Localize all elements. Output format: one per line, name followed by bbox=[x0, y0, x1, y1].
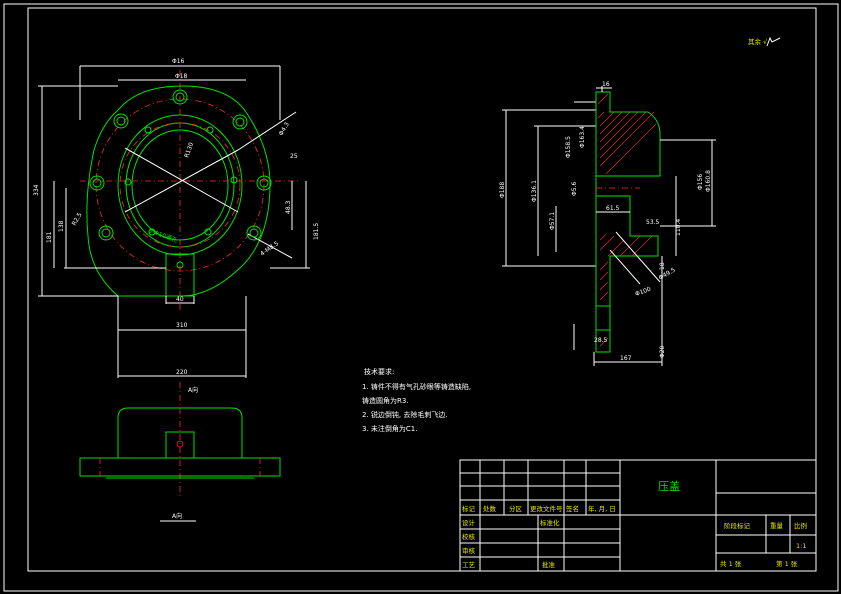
dim-dd: Φ156 bbox=[697, 174, 704, 190]
tb-sheets: 共 1 张 bbox=[720, 559, 742, 568]
inner-border bbox=[27, 7, 817, 572]
label-a-top: A向 bbox=[188, 386, 198, 394]
dim-h4: 48.3 bbox=[285, 200, 292, 214]
tb-row-1: 校核 bbox=[462, 532, 476, 541]
tb-stage: 阶段标记 bbox=[724, 521, 751, 530]
part-name: 压盖 bbox=[658, 479, 680, 493]
title-block: 标记 处数 分区 更改文件号 签名 年, 月, 日 设计 校核 审核 工艺 标准… bbox=[459, 459, 817, 572]
dim-r1: R2.5 bbox=[71, 211, 84, 227]
flange-outline bbox=[86, 85, 271, 297]
bottom-view: 220 A向 A向 bbox=[79, 336, 281, 522]
label-a-bottom: A向 bbox=[172, 512, 182, 520]
dim-h3: 181.5 bbox=[313, 223, 320, 240]
bore bbox=[131, 129, 229, 241]
dim-da: Φ158.5 bbox=[565, 136, 572, 158]
dim-dm: Φ100 bbox=[634, 286, 652, 298]
tb-hdr-3: 更改文件号 bbox=[530, 504, 563, 513]
bottom-lug bbox=[165, 253, 195, 297]
tb-hdr-2: 分区 bbox=[509, 504, 523, 513]
bolt-holes bbox=[89, 89, 272, 241]
dim-d1: Φ16 bbox=[172, 58, 185, 65]
small-note: 4-M8.5 bbox=[259, 240, 280, 258]
tech-item-4: 3. 未注倒角为C1. bbox=[362, 424, 417, 433]
dim-top-w: 16 bbox=[602, 81, 610, 88]
tech-item-3: 2. 锐边倒钝, 去除毛刺飞边. bbox=[362, 410, 448, 419]
tb-row-3: 工艺 bbox=[462, 561, 476, 569]
dim-dc: Φ160.8 bbox=[705, 170, 712, 192]
dim-h2: 138 bbox=[58, 220, 65, 232]
dim-df: Φ5.6 bbox=[571, 182, 578, 196]
dim-h1: 181 bbox=[46, 231, 53, 243]
tb-std: 标准化 bbox=[540, 518, 560, 527]
tb-hdr-1: 处数 bbox=[483, 504, 497, 513]
dim-r2: Φ4.3 bbox=[278, 121, 291, 137]
tb-approve: 批准 bbox=[542, 560, 556, 569]
tb-hdr-0: 标记 bbox=[462, 504, 476, 513]
hole-note: 6-Φ10通孔 bbox=[147, 226, 178, 244]
dim-w1: 310 bbox=[176, 322, 188, 329]
tech-item-2: 铸造圆角为R3. bbox=[362, 396, 409, 405]
tb-scale: 比例 bbox=[794, 521, 807, 530]
dim-h-total: 334 bbox=[33, 184, 40, 196]
tb-row-0: 设计 bbox=[462, 518, 476, 527]
section-hatch bbox=[597, 93, 657, 347]
dim-bot-w: 40 bbox=[176, 296, 184, 303]
dim-bottom-w2: 167 bbox=[620, 355, 632, 362]
tech-notes: 技术要求: 1. 铸件不得有气孔砂眼等铸造缺陷, 铸造圆角为R3. 2. 锐边倒… bbox=[362, 367, 471, 433]
section-front-face bbox=[595, 92, 611, 353]
dim-dj: Φ188 bbox=[499, 182, 506, 198]
tb-sheet-no: 第 1 张 bbox=[776, 559, 798, 568]
dim-a1: 25 bbox=[290, 153, 298, 160]
section-view: Φ188 Φ136.1 Φ57.1 Φ158.5 Φ163.4 bbox=[499, 81, 716, 366]
dim-dk: 110.4 bbox=[675, 219, 682, 236]
body-profile bbox=[117, 407, 243, 458]
dim-di: Φ57.1 bbox=[549, 212, 556, 230]
dim-r3: R130 bbox=[183, 141, 195, 158]
tb-row-2: 审核 bbox=[462, 546, 476, 555]
dim-de: Φ136.1 bbox=[531, 180, 538, 202]
dim-d2: Φ18 bbox=[175, 73, 188, 80]
dim-dg: 61.5 bbox=[606, 205, 620, 212]
lug-side bbox=[165, 431, 195, 459]
tb-scale-val: 1:1 bbox=[796, 542, 806, 550]
front-view: Φ16 Φ18 334 181 138 R2.5 Φ4.3 R130 25 18… bbox=[33, 58, 320, 336]
tb-weight: 重量 bbox=[770, 522, 784, 530]
dim-db: Φ163.4 bbox=[579, 126, 586, 148]
tech-item-1: 1. 铸件不得有气孔砂眼等铸造缺陷, bbox=[362, 382, 471, 391]
tb-hdr-4: 签名 bbox=[566, 504, 579, 513]
dim-b1: 28.5 bbox=[594, 337, 608, 344]
section-lower-wall bbox=[595, 195, 659, 307]
tb-hdr-5: 年, 月, 日 bbox=[588, 504, 616, 513]
roughness-note: 其余 √ bbox=[748, 37, 768, 46]
dim-dh: 53.5 bbox=[646, 219, 660, 226]
tech-title: 技术要求: bbox=[364, 367, 394, 376]
section-upper-wall bbox=[595, 91, 661, 177]
dim-bottom-w: 220 bbox=[176, 369, 188, 376]
outer-border bbox=[3, 3, 839, 592]
